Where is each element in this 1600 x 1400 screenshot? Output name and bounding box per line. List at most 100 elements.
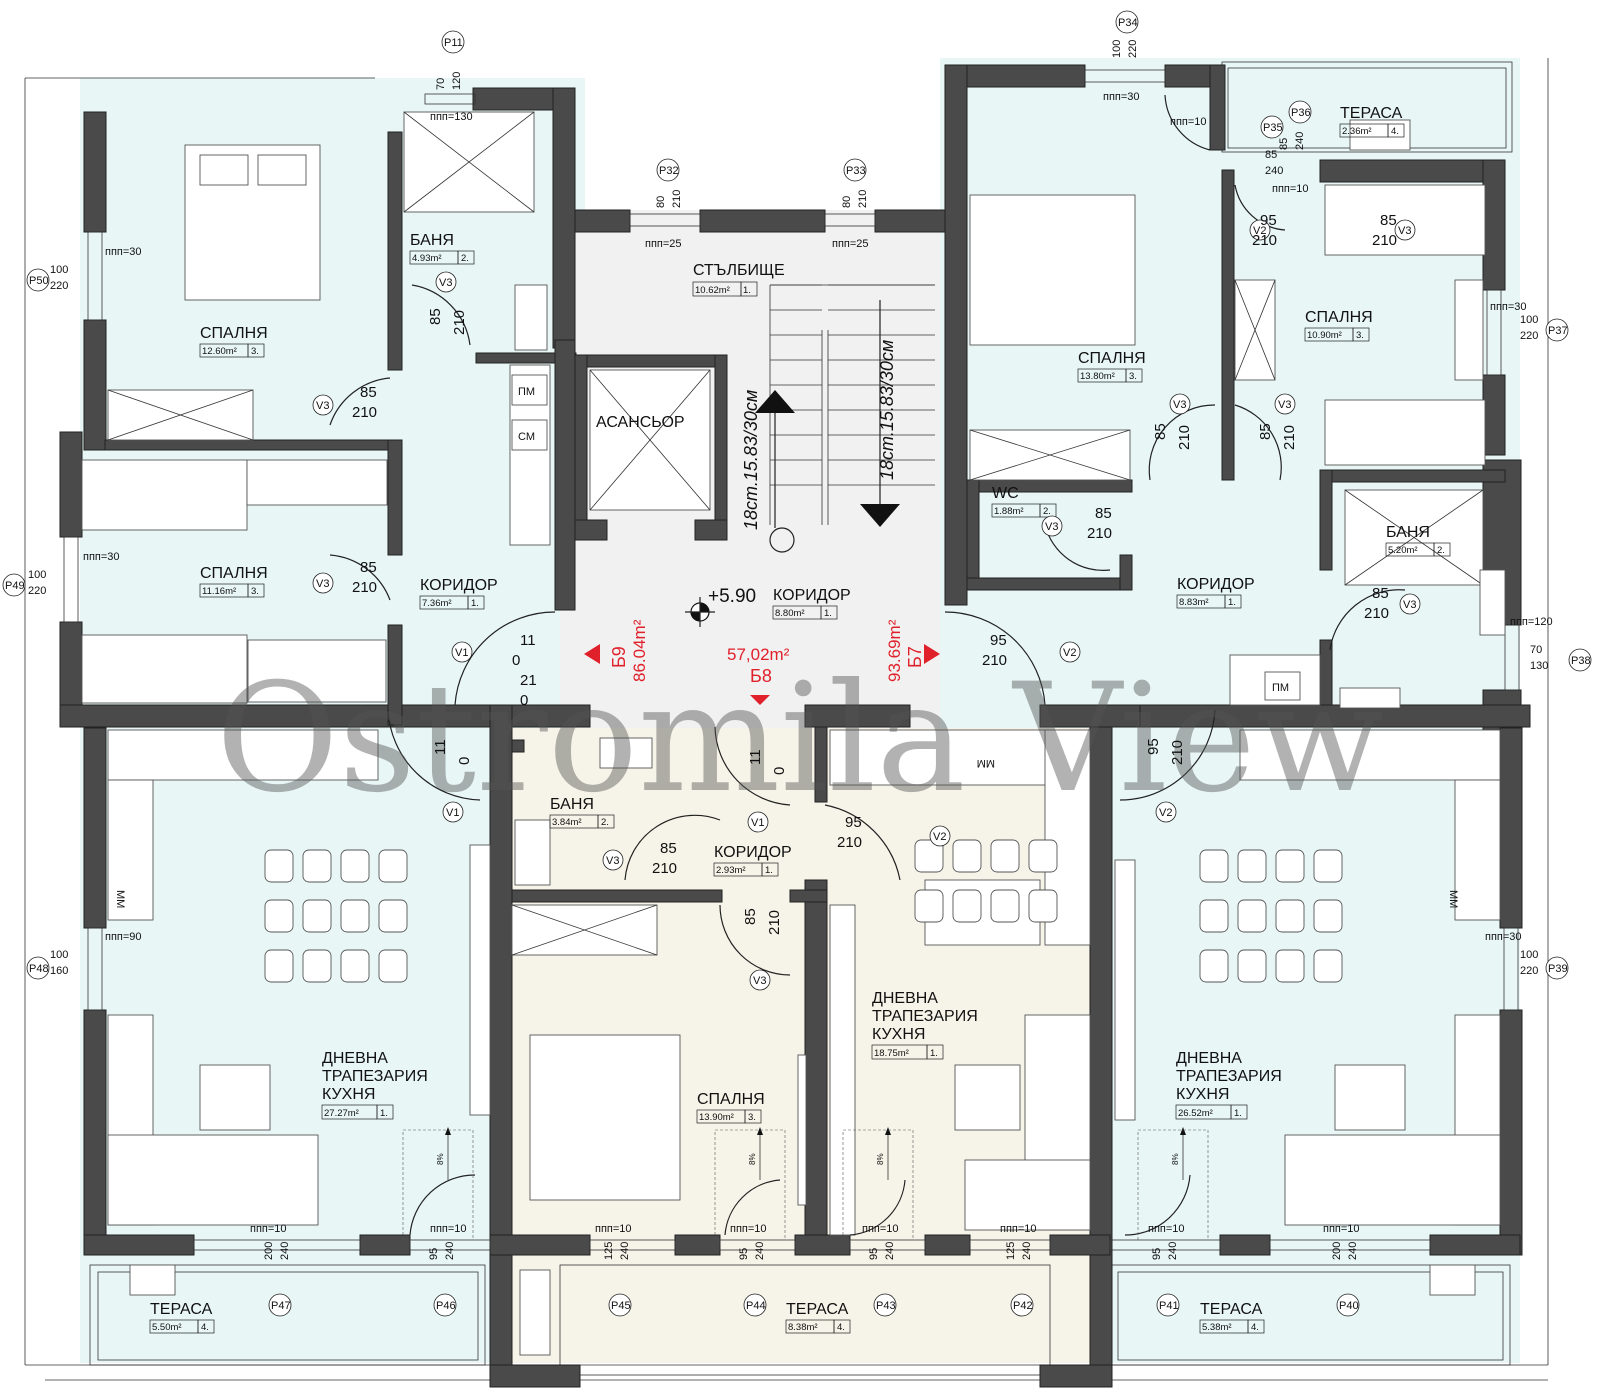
apartment-b9: Б9 86.04m² [584, 619, 649, 682]
window-width: 85 [1278, 138, 1290, 150]
window-width: 200 [1331, 1242, 1343, 1260]
window-height: 240 [1021, 1242, 1033, 1260]
window-tag: P32 [659, 165, 679, 177]
door-width: 85 [1152, 423, 1169, 440]
window-width: 125 [1005, 1242, 1017, 1260]
room-category: 2. [1043, 506, 1051, 517]
room-area: 5.20m² [1388, 545, 1418, 556]
window-width: 95 [738, 1248, 750, 1260]
room-area: 7.36m² [422, 598, 452, 609]
living-line-1: ДНЕВНА [872, 990, 938, 1007]
window-height: 160 [50, 965, 68, 977]
room-name: ТЕРАСА [1200, 1301, 1263, 1318]
window-tag: P40 [1339, 1300, 1359, 1312]
window-width: 125 [603, 1242, 615, 1260]
window-sill: ппп=90 [105, 931, 142, 943]
slope-value: 8% [436, 1153, 445, 1165]
window-tag: P35 [1263, 122, 1283, 134]
door-height: 210 [1364, 605, 1389, 622]
window-width: 95 [428, 1248, 440, 1260]
slope-marker: 8% [714, 1127, 786, 1241]
door-height: 0 [456, 757, 473, 765]
door-width: 95 [1260, 212, 1277, 229]
room-name: КОРИДОР [1177, 576, 1255, 593]
svg-text:Б9: Б9 [609, 646, 629, 668]
living-category: 1. [380, 1108, 388, 1119]
room-category: 2. [461, 253, 469, 264]
window-height: 240 [1347, 1242, 1359, 1260]
window-sill: ппп=30 [83, 551, 120, 563]
window-width: 70 [1530, 644, 1542, 656]
step-note-2: 18ст.15.83/30см [877, 340, 897, 480]
window-sill: ппп=10 [862, 1223, 899, 1235]
door-tag: V3 [1045, 521, 1058, 533]
room-category: 4. [1391, 126, 1399, 137]
elevation-value: +5.90 [708, 586, 756, 607]
window-tag: P11 [444, 37, 463, 49]
living-line-3: КУХНЯ [872, 1026, 925, 1043]
window-sill: ппп=10 [1272, 183, 1309, 195]
window-tag: P36 [1291, 107, 1311, 119]
door-height: 210 [982, 652, 1007, 669]
window-sill: ппп=10 [1000, 1223, 1037, 1235]
svg-text:1.: 1. [743, 285, 751, 296]
stair-arrows [755, 300, 900, 553]
door-width: 85 [1257, 423, 1274, 440]
door-height: 210 [1087, 525, 1112, 542]
window-tag: P46 [436, 1300, 456, 1312]
door-height-2: 0 [520, 692, 528, 709]
door-height: 210 [451, 310, 468, 335]
window-height: 210 [671, 190, 683, 208]
room-category: 3. [251, 586, 259, 597]
window-width: 200 [263, 1242, 275, 1260]
room-area: 5.38m² [1202, 1322, 1232, 1333]
room-area: 11.16m² [202, 586, 236, 597]
door-height: 210 [766, 910, 783, 935]
window-width: 70 [435, 78, 447, 90]
walls [59, 64, 1531, 1388]
room-category: 1. [824, 608, 832, 619]
room-category: 3. [1356, 330, 1364, 341]
room-category: 1. [1228, 597, 1236, 608]
door-width: 11 [520, 632, 536, 649]
window-sill: ппп=10 [1148, 1223, 1185, 1235]
apartment-b8: 57,02m² Б8 [727, 645, 790, 705]
room-category: 1. [471, 598, 479, 609]
window-tag: P37 [1548, 325, 1568, 337]
room-area: 2.36m² [1342, 126, 1372, 137]
door-tag: V3 [1278, 399, 1291, 411]
room-name: БАНЯ [1386, 524, 1430, 541]
svg-text:Б7: Б7 [905, 646, 925, 668]
living-line-3: КУХНЯ [1176, 1086, 1229, 1103]
room-category: 3. [748, 1112, 756, 1123]
door-height: 210 [652, 860, 677, 877]
window-tag: P50 [29, 275, 49, 287]
room-area: 12.60m² [202, 346, 237, 357]
window-tag: P38 [1571, 655, 1591, 667]
door-width: 85 [360, 559, 377, 576]
living-line-2: ТРАПЕЗАРИЯ [1176, 1068, 1282, 1085]
door-width: 95 [845, 814, 862, 831]
window-width: 85 [1265, 149, 1277, 161]
room-area: 3.84m² [552, 817, 582, 828]
